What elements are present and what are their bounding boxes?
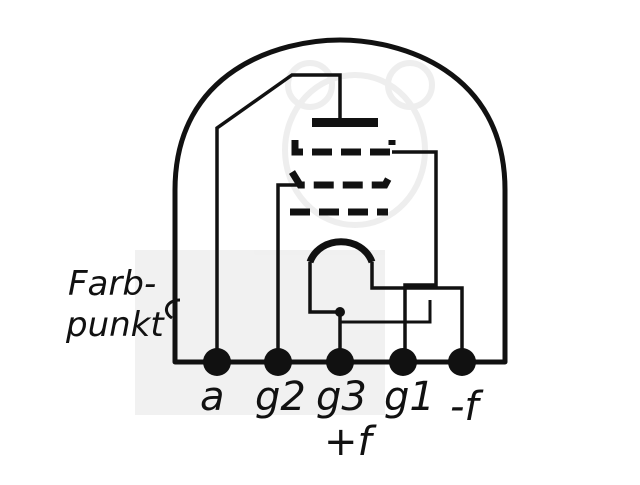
pin-g1	[389, 348, 417, 376]
color-dot-marker	[164, 298, 181, 320]
side-label-line1: Farb-	[68, 264, 156, 304]
anode-lead	[215, 73, 342, 362]
tube-envelope	[172, 37, 508, 365]
grid1-lead	[392, 150, 438, 362]
filament-left-lead	[308, 262, 342, 362]
grid2-electrode	[289, 170, 396, 189]
filament-right-lead	[370, 262, 464, 362]
pin-label-g3: g3	[316, 374, 367, 420]
pin-minus-f	[448, 348, 476, 376]
pin-g3	[326, 348, 354, 376]
pin-label-minus-f: -f	[450, 384, 484, 430]
pin-label-g2: g2	[255, 374, 306, 420]
anode-plate	[312, 118, 378, 127]
pin-label-a: a	[200, 374, 225, 420]
grid1-electrode	[291, 140, 396, 156]
grid2-lead	[276, 183, 300, 362]
junction-dot	[335, 307, 345, 317]
pin-a	[203, 348, 231, 376]
pin-sublabel-g3: +f	[324, 419, 378, 465]
pin-label-g1: g1	[384, 374, 435, 420]
filament-arc	[306, 238, 376, 264]
side-label-line2: punkt	[65, 305, 165, 345]
pin-g2	[264, 348, 292, 376]
